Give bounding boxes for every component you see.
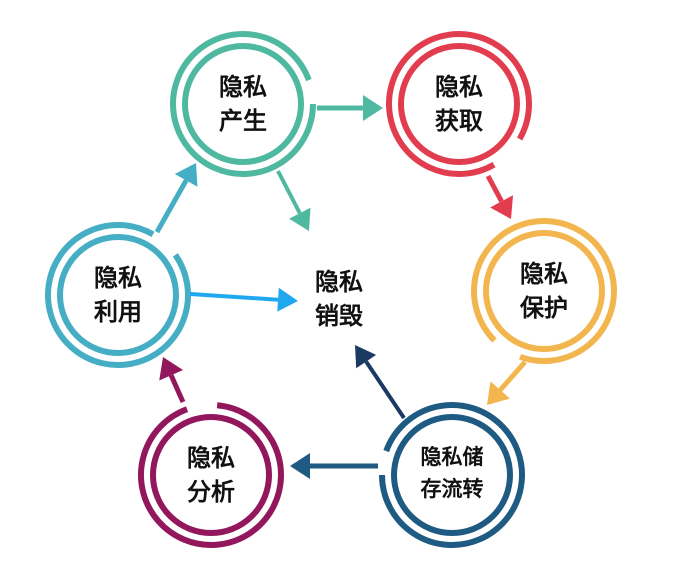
ring-outer-protect — [470, 218, 617, 364]
ring-inner-acquire — [398, 43, 520, 165]
node-acquire-line2: 获取 — [435, 107, 483, 135]
arrow-storage-to-destroy-head — [355, 345, 377, 369]
arrow-utilize-to-destroy-shaft — [189, 292, 279, 302]
arrow-generate-to-destroy-head — [289, 207, 311, 231]
node-storage-line2: 存流转 — [420, 477, 484, 501]
node-protect-line1: 隐私 — [520, 260, 568, 288]
ring-inner-generate — [182, 43, 304, 165]
arrow-generate-to-destroy-shaft — [276, 170, 302, 215]
arrow-generate-to-acquire — [317, 95, 383, 121]
arrow-utilize-to-destroy — [189, 287, 298, 312]
ring-outer-analyze — [138, 402, 284, 548]
arrow-analyze-to-utilize-shaft — [168, 374, 186, 404]
arrow-storage-to-destroy-shaft — [364, 360, 406, 420]
ring-outer-utilize — [45, 222, 191, 368]
arrow-generate-to-destroy — [276, 170, 311, 231]
arrow-protect-to-storage — [487, 360, 527, 405]
node-analyze-label: 隐私 分析 — [141, 441, 281, 509]
arrow-storage-to-analyze-head — [290, 453, 310, 479]
arrow-analyze-to-utilize — [159, 357, 186, 404]
arrow-acquire-to-protect-shaft — [485, 174, 504, 203]
node-utilize-line1: 隐私 — [94, 264, 142, 292]
arrow-generate-to-acquire-head — [363, 95, 383, 121]
arrow-utilize-to-generate — [154, 163, 198, 234]
arrow-storage-to-analyze — [290, 453, 378, 479]
center-destroy-label: 隐私 销毁 — [269, 265, 409, 333]
center-line1: 隐私 — [315, 268, 363, 296]
ring-inner-analyze — [150, 414, 272, 536]
node-utilize-label: 隐私 利用 — [48, 261, 188, 329]
arrow-acquire-to-protect-head — [490, 195, 514, 219]
arrow-protect-to-storage-shaft — [498, 360, 527, 392]
arrow-utilize-to-generate-head — [174, 163, 198, 187]
node-analyze-line2: 分析 — [187, 478, 235, 506]
arrow-utilize-to-generate-shaft — [154, 179, 189, 234]
node-acquire-label: 隐私 获取 — [389, 70, 529, 138]
arrow-utilize-to-destroy-head — [277, 287, 298, 312]
center-line2: 销毁 — [315, 302, 363, 330]
node-protect-line2: 保护 — [520, 294, 568, 322]
ring-inner-utilize — [57, 234, 179, 356]
node-acquire-line1: 隐私 — [435, 73, 483, 101]
arrow-storage-to-destroy — [355, 345, 406, 420]
ring-inner-protect — [483, 230, 605, 352]
node-generate-label: 隐私 产生 — [173, 70, 313, 138]
arrow-analyze-to-utilize-head — [159, 357, 184, 381]
node-analyze-line1: 隐私 — [187, 444, 235, 472]
ring-inner-storage — [391, 414, 513, 536]
arrow-acquire-to-protect — [485, 174, 514, 219]
node-storage-label: 隐私储 存流转 — [382, 441, 522, 505]
node-generate-line2: 产生 — [219, 107, 267, 135]
node-utilize-line2: 利用 — [94, 298, 142, 326]
node-protect-label: 隐私 保护 — [474, 257, 614, 325]
node-storage-line1: 隐私储 — [420, 445, 484, 469]
arrow-protect-to-storage-head — [487, 381, 510, 405]
node-generate-line1: 隐私 — [219, 73, 267, 101]
ring-outer-storage — [379, 402, 525, 548]
ring-outer-generate — [170, 31, 316, 177]
ring-outer-acquire — [386, 31, 532, 177]
